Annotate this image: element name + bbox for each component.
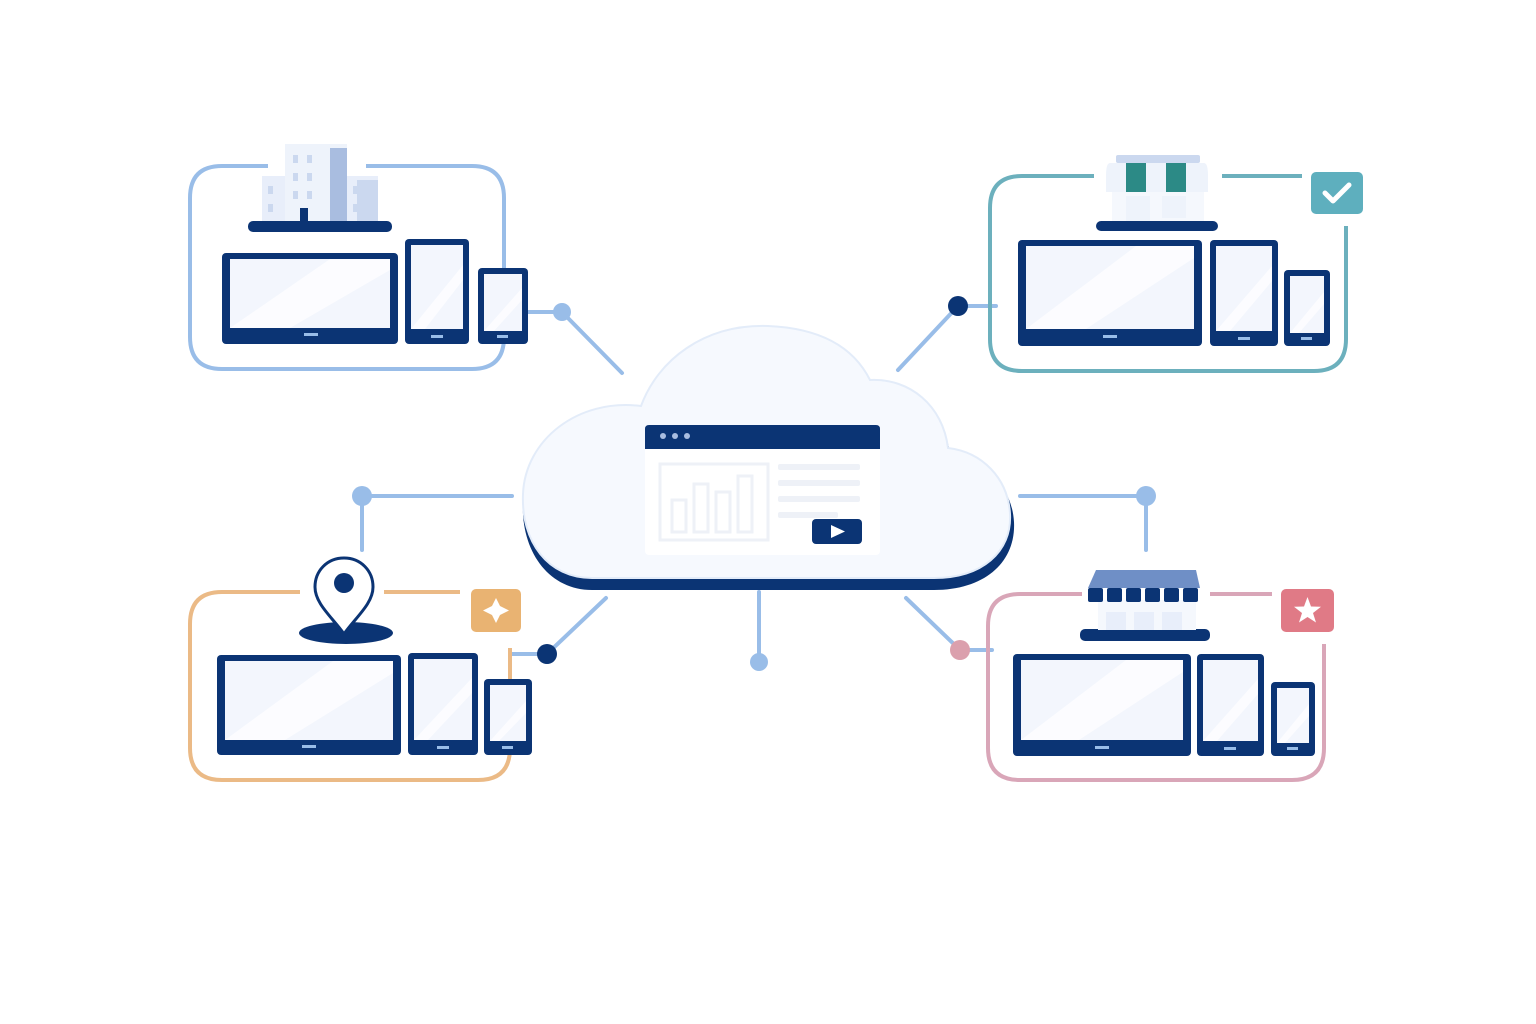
connector-store	[896, 304, 998, 372]
storefront-awning-icon	[1096, 155, 1218, 231]
bar-chart-icon	[658, 462, 770, 542]
text-lines-icon	[778, 464, 860, 518]
connector-dot-left	[352, 486, 372, 506]
desktop-monitor-icon	[222, 253, 398, 344]
awning	[1106, 163, 1208, 192]
device-group	[1018, 240, 1330, 346]
device-group	[222, 239, 528, 344]
office-building-icon	[248, 144, 392, 232]
connector-office	[526, 310, 624, 375]
tablet-icon	[1210, 240, 1278, 346]
node-frame	[986, 592, 1326, 782]
node-store	[988, 155, 1363, 373]
node-office	[188, 144, 528, 371]
tablet-icon	[408, 653, 478, 755]
cloud-hub	[521, 324, 1015, 590]
desktop-monitor-icon	[1013, 654, 1191, 756]
desktop-monitor-icon	[1018, 240, 1202, 346]
video-play-icon	[812, 519, 862, 544]
connector-left	[360, 494, 514, 552]
browser-window-icon	[645, 425, 880, 555]
smartphone-icon	[484, 679, 532, 755]
connector-right	[1018, 494, 1148, 552]
star-badge-icon	[1281, 589, 1334, 632]
connector-dot-store	[948, 296, 968, 316]
connectors	[352, 296, 1156, 671]
connector-location	[510, 596, 608, 656]
tablet-icon	[405, 239, 469, 344]
node-frame	[188, 590, 512, 782]
node-location	[188, 556, 532, 782]
map-pin-icon	[299, 556, 393, 644]
smartphone-icon	[1284, 270, 1330, 346]
node-frame	[188, 164, 506, 371]
node-frame	[988, 174, 1348, 373]
smartphone-icon	[478, 268, 528, 344]
device-group	[1013, 654, 1315, 756]
smartphone-icon	[1271, 682, 1315, 756]
sparkle-badge-icon	[471, 589, 521, 632]
tablet-icon	[1197, 654, 1264, 756]
device-group	[217, 653, 532, 755]
connector-shop	[904, 596, 994, 652]
shop-building-icon	[1080, 570, 1210, 641]
connector-dot-location	[537, 644, 557, 664]
connector-dot-shop	[950, 640, 970, 660]
connector-dot-right	[1136, 486, 1156, 506]
connector-dot-office	[553, 303, 571, 321]
connector-dot-bottom	[750, 653, 768, 671]
desktop-monitor-icon	[217, 655, 401, 755]
node-shop	[986, 570, 1334, 782]
checkmark-badge-icon	[1311, 172, 1363, 214]
